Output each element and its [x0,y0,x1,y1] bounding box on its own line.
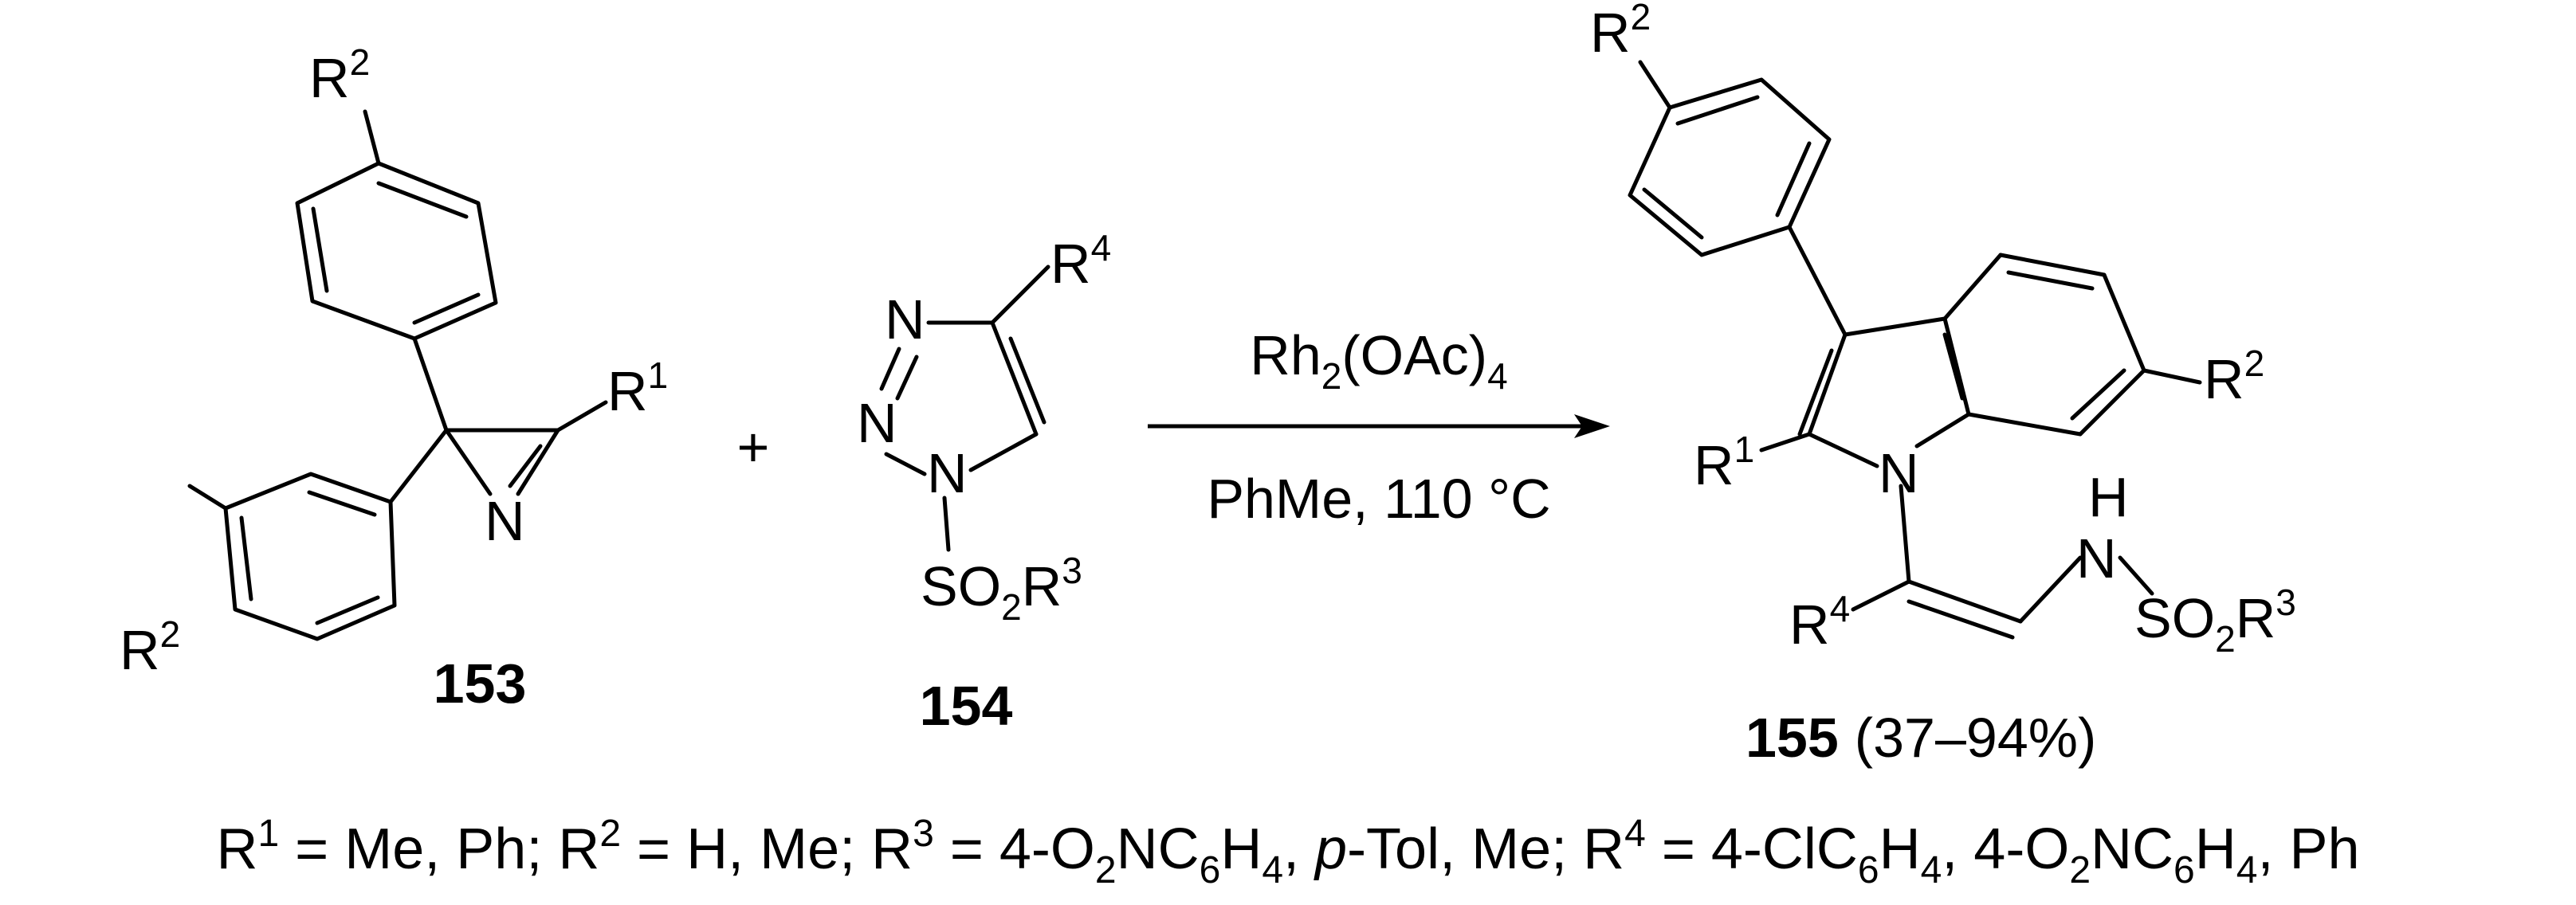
azirine-r2-bottom-label: R2 [120,613,180,681]
product-so2r3-label: SO2R3 [2134,582,2296,660]
footnote-run: 4 [2236,849,2258,891]
product-r4-label: R4 [1789,588,1850,656]
footnote-run: 6 [1858,849,1879,891]
compound-label-155: 155 [1745,707,1839,769]
footnote-run: H [1879,817,1921,881]
plus-sign: + [737,416,770,478]
footnote-run: p [1314,817,1347,881]
footnote-run: 6 [2174,849,2195,891]
triazole-n1-atom: N [927,442,968,504]
footnote-run: = H, Me; R [621,817,913,881]
footnote-run: 3 [913,813,934,855]
footnote-run: 4 [1921,849,1942,891]
footnote-run: 6 [1200,849,1221,891]
product-nh-h-atom: H [2088,466,2129,528]
substituent-definitions: R1 = Me, Ph; R2 = H, Me; R3 = 4-O2NC6H4,… [216,813,2359,891]
footnote-run: 4 [1624,813,1646,855]
footnote-run: -Tol, Me; R [1347,817,1624,881]
footnote-run: 1 [257,813,279,855]
footnote-run: NC [2091,817,2174,881]
azirine-r2-top-label: R2 [309,41,370,109]
product-nh-n-atom: N [2076,527,2117,590]
footnote-run: NC [1117,817,1200,881]
product-r2-top-label: R2 [1590,0,1651,64]
footnote-run: R [216,817,257,881]
triazole-154: N N N R4 SO2R3 154 [857,227,1111,737]
product-r2-right-label: R2 [2204,343,2264,410]
yield-range: (37–94%) [1855,707,2097,769]
solvent-temperature-label: PhMe, 110 °C [1207,468,1550,530]
azirine-153: N R1 R2 R2 153 [120,41,668,715]
triazole-n3-atom: N [885,288,925,351]
indole-product-155: R2 R2 R1 N H N SO2R3 R4 155 (37–94%) [1590,0,2296,769]
compound-label-154: 154 [920,675,1013,737]
footnote-run: , Ph [2257,817,2359,881]
footnote-run: 2 [1095,849,1117,891]
triazole-n2-atom: N [857,392,897,454]
footnote-run: 2 [2069,849,2091,891]
compound-label-153: 153 [434,652,527,715]
footnote-run: 4 [1262,849,1283,891]
triazole-r4-label: R4 [1050,227,1111,295]
azirine-n-atom: N [485,490,525,552]
product-label-yield: 155 (37–94%) [1745,707,2096,769]
footnote-run: 2 [599,813,621,855]
product-r1-label: R1 [1694,429,1754,496]
catalyst-label: Rh2(OAc)4 [1250,324,1507,397]
footnote-run: H [2195,817,2236,881]
footnote-run: = Me, Ph; R [279,817,599,881]
footnote-run: , 4-O [1942,817,2069,881]
footnote-run: H [1220,817,1262,881]
indole-n-atom: N [1879,442,1919,504]
footnote-run: , [1283,817,1315,881]
footnote-run: = 4-O [934,817,1095,881]
footnote-run: = 4-ClC [1646,817,1858,881]
triazole-so2r3-label: SO2R3 [921,550,1082,628]
reaction-arrow: Rh2(OAc)4 PhMe, 110 °C [1148,324,1610,530]
azirine-r1-label: R1 [607,355,668,422]
